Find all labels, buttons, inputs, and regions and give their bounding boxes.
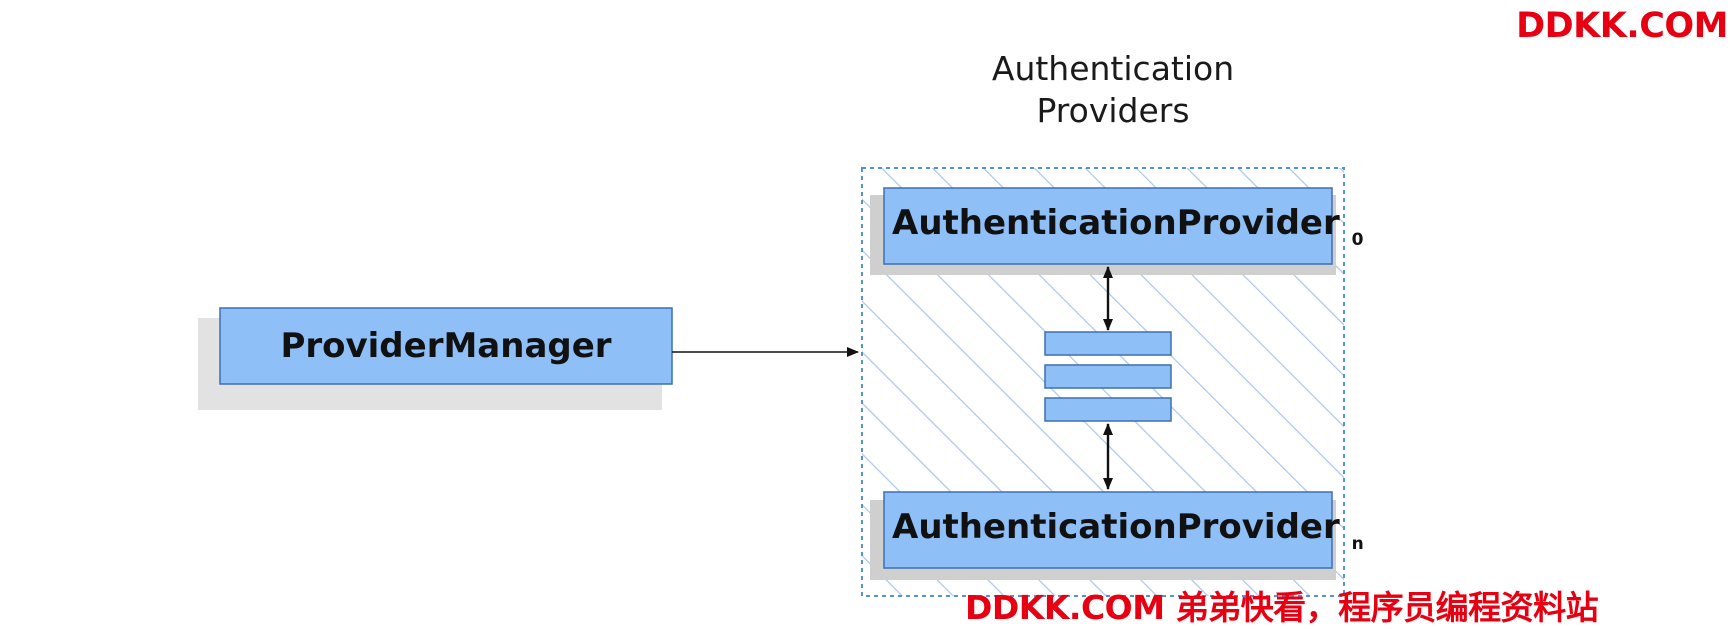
watermark-bottom: DDKK.COM 弟弟快看，程序员编程资料站 <box>965 588 1599 627</box>
intermediate-provider-bar <box>1044 331 1172 356</box>
group-title-line2: Providers <box>1036 91 1189 130</box>
authentication-provider-last-subscript: n <box>1352 534 1364 554</box>
intermediate-provider-bar <box>1044 364 1172 389</box>
svg-text:AuthenticationProvider 0: AuthenticationProvider 0 <box>892 203 1364 250</box>
provider-manager-box: ProviderManager <box>198 307 673 410</box>
provider-manager-label: ProviderManager <box>280 326 611 366</box>
group-title-line1: Authentication <box>992 49 1234 88</box>
watermark-top: DDKK.COM <box>1516 6 1728 46</box>
intermediate-provider-bar <box>1044 397 1172 422</box>
authentication-provider-last-label: AuthenticationProvider <box>892 507 1340 547</box>
authentication-provider-first-label: AuthenticationProvider <box>892 203 1340 243</box>
svg-text:AuthenticationProvider n: AuthenticationProvider n <box>892 507 1364 554</box>
authentication-provider-first-box: AuthenticationProvider 0 <box>870 187 1364 275</box>
authentication-provider-last-box: AuthenticationProvider n <box>870 491 1364 580</box>
intermediate-providers-stack <box>1044 331 1172 422</box>
authentication-provider-first-subscript: 0 <box>1352 230 1364 250</box>
